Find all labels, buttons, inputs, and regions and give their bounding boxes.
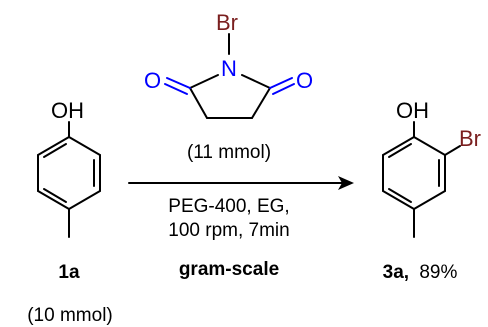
product-hydroxyl-label: OH bbox=[396, 98, 429, 123]
nbs-left-carbonyl-bond-b bbox=[164, 83, 188, 95]
sm-hydroxyl-label: OH bbox=[51, 98, 84, 123]
nbs-n-c2-bond bbox=[189, 74, 219, 89]
product-compound-id: 3a, bbox=[383, 262, 409, 283]
product-label: 3a, 89% bbox=[383, 262, 458, 283]
condition-line-2: 100 rpm, 7min bbox=[168, 220, 289, 241]
sm-ring-bond-4 bbox=[37, 190, 70, 210]
arrow-head bbox=[338, 176, 354, 190]
sm-ring-bond-6 bbox=[37, 136, 70, 156]
starting-material-structure: OH bbox=[37, 98, 101, 238]
nbs-right-oxygen-label: O bbox=[296, 68, 313, 93]
nbs-right-carbonyl-bond-b bbox=[272, 83, 295, 95]
sm-double-bond-3 bbox=[43, 143, 67, 158]
product-double-bond-2 bbox=[388, 188, 412, 203]
nbs-bromine-label: Br bbox=[216, 10, 238, 35]
product-ring-bond-6 bbox=[382, 136, 415, 156]
nbs-reagent-structure: Br N O O bbox=[144, 10, 313, 119]
sm-ring-bond-3 bbox=[68, 190, 101, 210]
nbs-n-c5-bond bbox=[241, 74, 271, 89]
nbs-left-oxygen-label: O bbox=[144, 68, 161, 93]
reaction-arrow bbox=[128, 176, 354, 190]
product-structure: OH bbox=[382, 98, 461, 238]
product-ring-bond-4 bbox=[382, 190, 415, 210]
nbs-c4-c5-bond bbox=[251, 87, 271, 119]
nbs-c2-c3-bond bbox=[189, 87, 208, 119]
product-yield: 89% bbox=[419, 262, 457, 283]
sm-double-bond-2 bbox=[43, 188, 67, 203]
nbs-right-carbonyl-bond-a bbox=[269, 77, 293, 89]
nbs-left-carbonyl-bond-a bbox=[166, 77, 191, 89]
product-ring-bond-1 bbox=[413, 136, 446, 156]
product-double-bond-3 bbox=[388, 143, 412, 158]
sm-amount: (10 mmol) bbox=[27, 305, 113, 326]
product-c-br-bond bbox=[444, 145, 461, 156]
sm-compound-id: 1a bbox=[58, 262, 80, 283]
sm-ring-bond-1 bbox=[68, 136, 101, 156]
product-ring-bond-3 bbox=[413, 190, 446, 210]
reagent-amount: (11 mmol) bbox=[187, 142, 271, 163]
nbs-nitrogen-label: N bbox=[221, 56, 237, 81]
condition-line-1: PEG-400, EG, bbox=[168, 196, 289, 217]
condition-line-3: gram-scale bbox=[179, 259, 279, 280]
product-bromine-label: Br bbox=[459, 126, 481, 151]
